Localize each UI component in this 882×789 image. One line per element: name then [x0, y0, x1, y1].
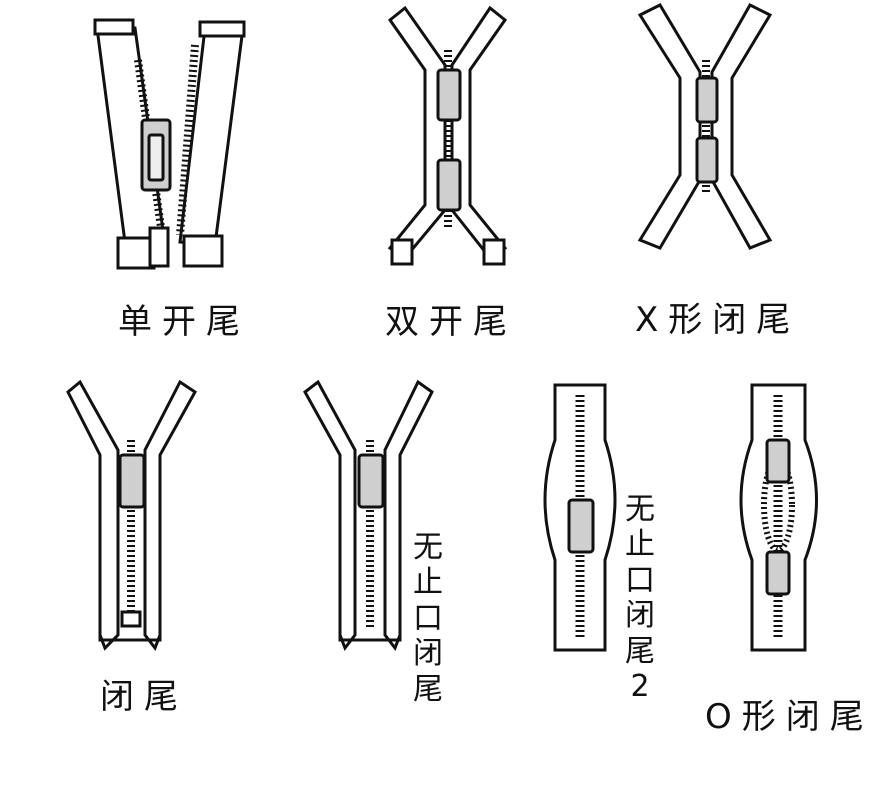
zipper-o-closed: [739, 383, 818, 652]
label-char: 闭: [625, 598, 655, 634]
zipper-x-closed: [637, 3, 773, 250]
slider: [567, 498, 595, 554]
slider-top: [436, 68, 462, 122]
label-char: 闭: [413, 636, 443, 672]
label-single-open: 单开尾: [118, 302, 250, 342]
slider-bottom: [436, 158, 462, 212]
label-char: 口: [625, 562, 655, 598]
left-tape: [66, 379, 120, 651]
label-x-closed: X形闭尾: [635, 300, 801, 340]
slider-bottom: [765, 550, 791, 596]
label-no-stop-closed-2: 无 止 口 闭 尾 2: [622, 492, 658, 704]
label-char: 尾: [625, 633, 655, 669]
zipper-no-stop-closed-2: [543, 383, 617, 652]
right-tape: [450, 5, 508, 261]
zipper-closed: [66, 379, 197, 652]
label-o-closed: O形闭尾: [705, 697, 874, 737]
right-tape: [143, 379, 197, 652]
label-char: 2: [630, 668, 650, 704]
label-char: 无: [413, 530, 443, 565]
label-closed: 闭尾: [100, 677, 188, 717]
left-tape: [637, 3, 702, 250]
zipper-no-stop-closed: [303, 379, 434, 652]
label-char: 止: [625, 527, 655, 563]
label-char: 口: [413, 600, 443, 636]
slider-top: [695, 76, 719, 124]
label-char: 无: [625, 492, 655, 527]
slider: [118, 453, 146, 509]
zipper-single-open: [93, 18, 246, 270]
right-tape-top: [198, 20, 246, 38]
zipper-double-open: [387, 5, 508, 266]
slider: [357, 453, 385, 509]
tape: [739, 383, 818, 652]
retainer-box: [148, 226, 170, 268]
slider-top: [765, 438, 791, 484]
left-tape-top: [93, 18, 135, 36]
label-char: 尾: [413, 671, 443, 707]
label-no-stop-closed: 无 止 口 闭 尾: [410, 530, 446, 707]
label-double-open: 双开尾: [385, 302, 517, 342]
right-pin: [182, 234, 224, 268]
label-char: 止: [413, 565, 443, 601]
right-tape: [710, 3, 773, 250]
slider-bottom: [695, 136, 719, 184]
bottom-stop: [120, 610, 142, 628]
left-tape: [303, 379, 357, 652]
left-tape: [387, 5, 447, 260]
